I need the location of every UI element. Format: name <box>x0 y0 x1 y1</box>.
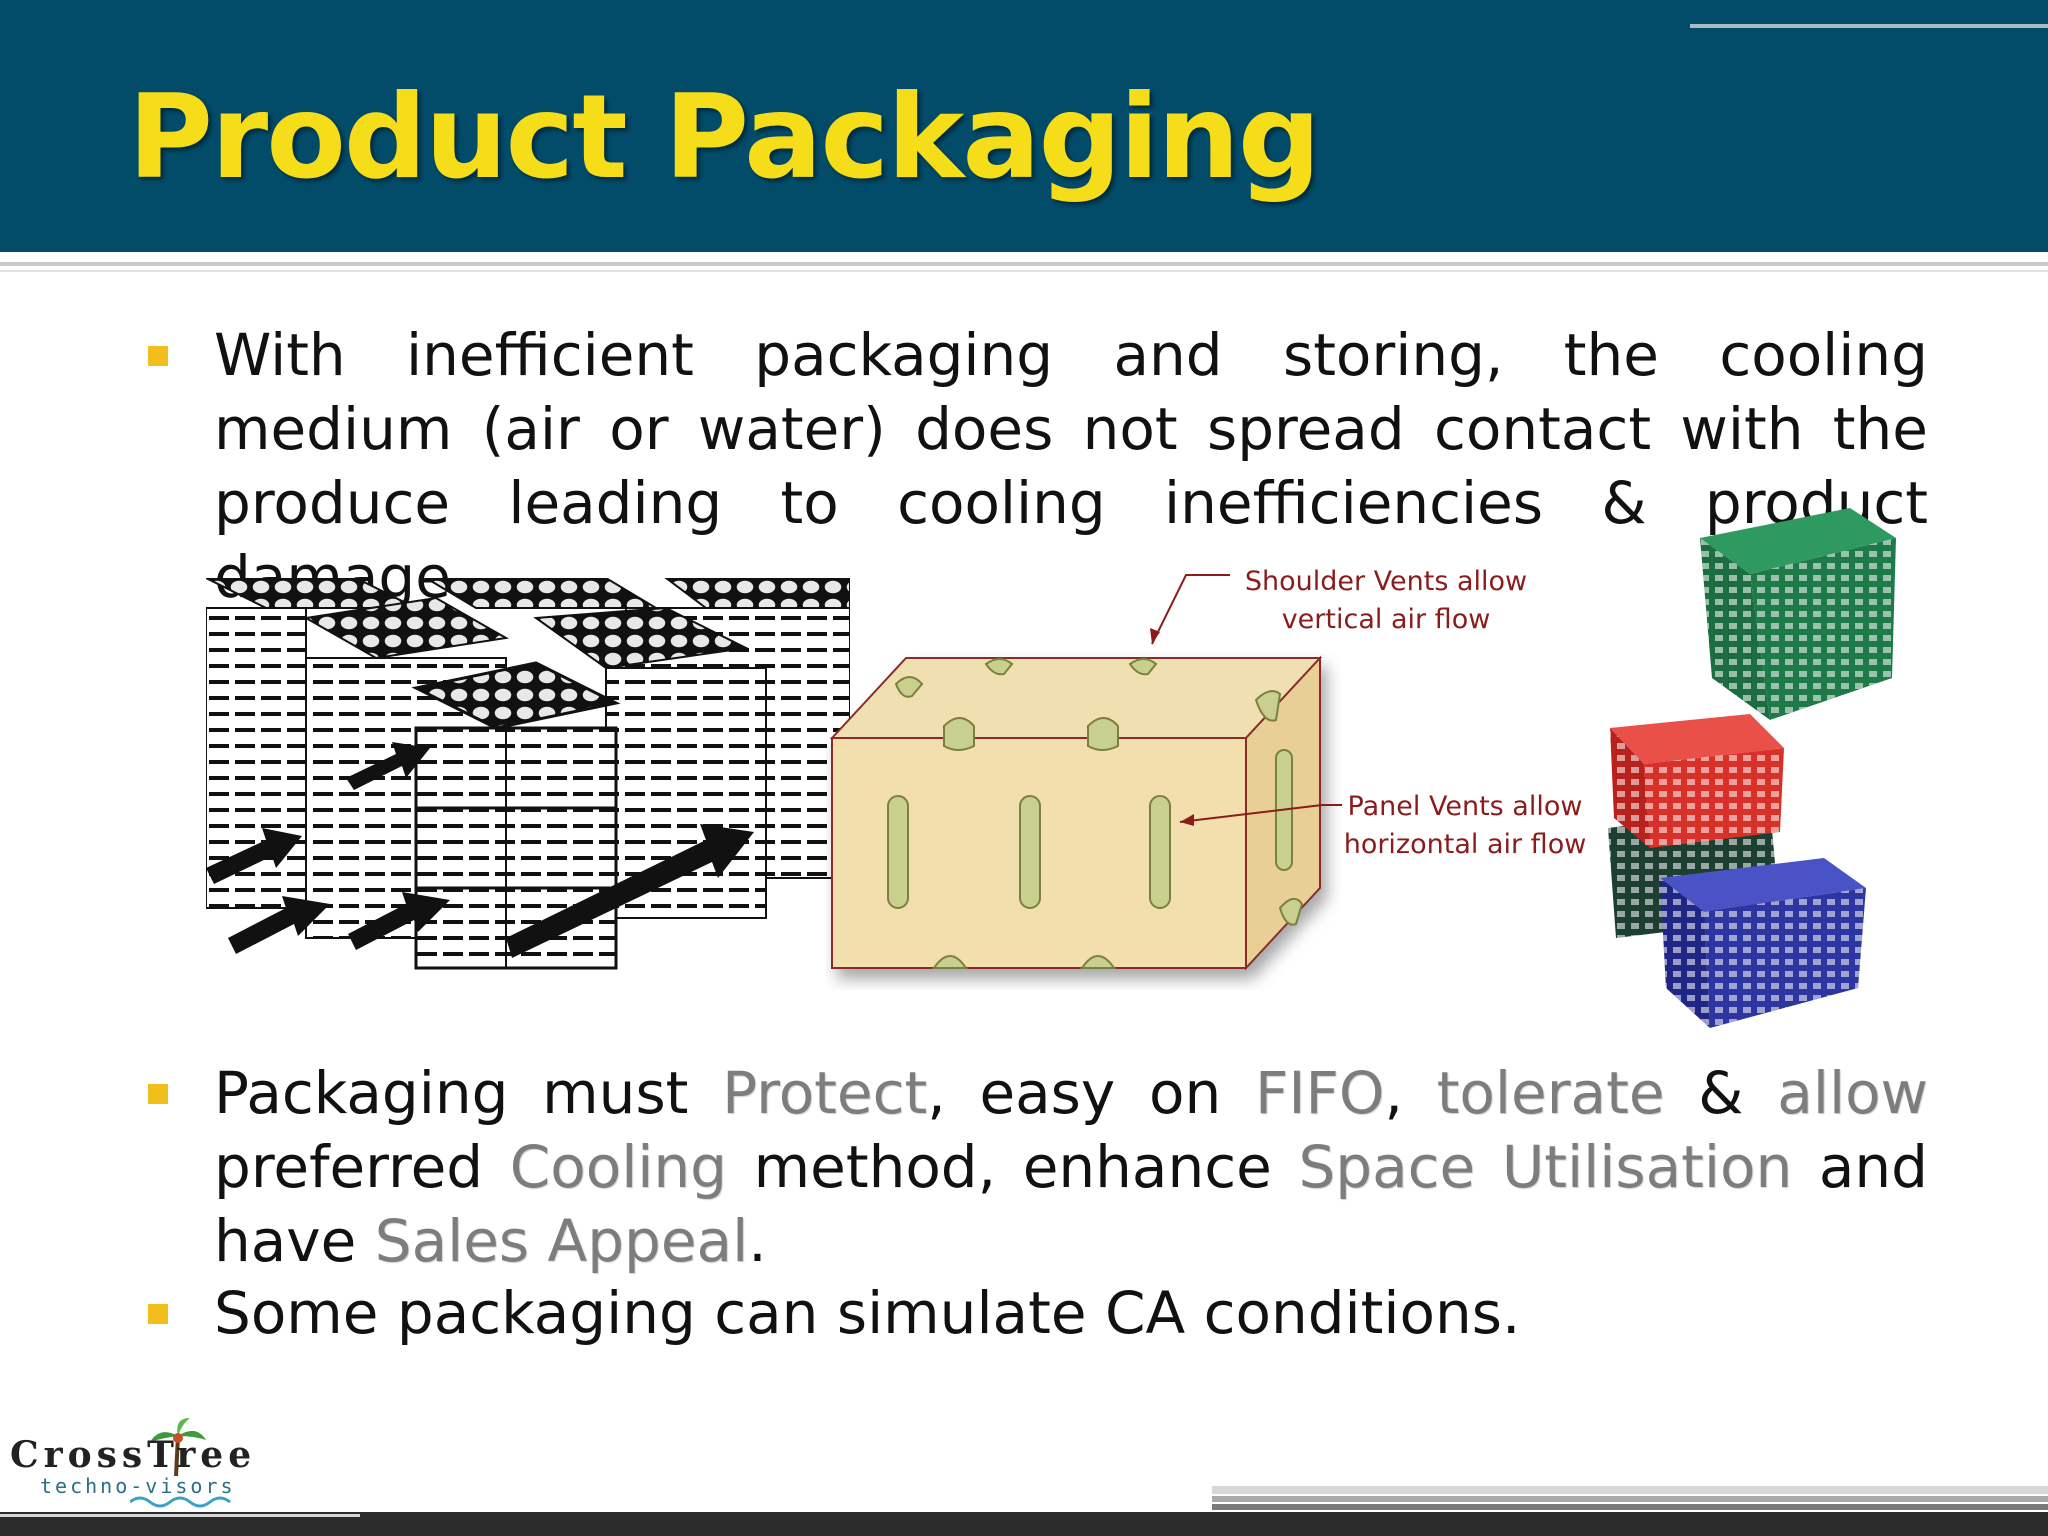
emphasis-space-utilisation: Space Utilisation <box>1298 1133 1793 1201</box>
bullet-text-1: With inefficient packaging and storing, … <box>214 321 1928 611</box>
header-accent-line <box>1690 24 2048 28</box>
footer-stripe <box>1212 1486 2048 1494</box>
vented-carton-illustration <box>826 650 1346 990</box>
plastic-crates-photo <box>1600 488 1900 1028</box>
emphasis-tolerate: tolerate <box>1436 1059 1665 1127</box>
slide-title: Product Packaging <box>128 70 1321 205</box>
emphasis-protect: Protect <box>722 1059 928 1127</box>
text-segment: . <box>748 1207 767 1275</box>
crosstree-logo: CrossTree techno-visors <box>10 1418 270 1508</box>
palm-tree-icon <box>150 1418 206 1477</box>
slide-header <box>0 0 2048 252</box>
header-divider <box>0 262 2048 266</box>
emphasis-fifo: FIFO <box>1255 1059 1385 1127</box>
footer-stripe <box>1212 1496 2048 1502</box>
panel-vents-callout-line2: horizontal air flow <box>1343 829 1587 860</box>
text-segment: and have <box>214 1133 1928 1275</box>
bullet-marker <box>148 1304 168 1324</box>
header-divider-thin <box>0 270 2048 272</box>
emphasis-cooling: Cooling <box>509 1133 727 1201</box>
stacked-crates-illustration <box>205 577 851 978</box>
text-segment: , <box>1384 1059 1437 1127</box>
shoulder-vents-callout: Shoulder Vents allow vertical air flow <box>1226 563 1546 639</box>
footer-accent-line <box>0 1514 360 1517</box>
text-segment: Packaging must <box>214 1059 723 1127</box>
water-wave-icon <box>130 1496 231 1508</box>
text-segment: method, enhance <box>727 1133 1299 1201</box>
shoulder-vents-callout-line2: vertical air flow <box>1281 604 1491 635</box>
shoulder-vents-callout-line1: Shoulder Vents allow <box>1244 566 1528 597</box>
logo-tagline: techno-visors <box>40 1474 236 1498</box>
bullet-text-2: Packaging must Protect, easy on FIFO, to… <box>214 1056 1928 1278</box>
panel-vents-callout: Panel Vents allow horizontal air flow <box>1340 788 1590 864</box>
text-segment: preferred <box>214 1133 510 1201</box>
text-segment: , easy on <box>927 1059 1255 1127</box>
bullet-marker <box>148 1084 168 1104</box>
panel-vents-callout-line1: Panel Vents allow <box>1347 791 1583 822</box>
footer-stripe <box>1212 1504 2048 1510</box>
bullet-marker <box>148 346 168 366</box>
logo-name: CrossTree <box>10 1434 257 1476</box>
emphasis-sales-appeal: Sales Appeal <box>374 1207 749 1275</box>
emphasis-allow: allow <box>1777 1059 1928 1127</box>
text-segment: & <box>1664 1059 1778 1127</box>
bullet-text-3: Some packaging can simulate CA condition… <box>214 1279 1521 1347</box>
